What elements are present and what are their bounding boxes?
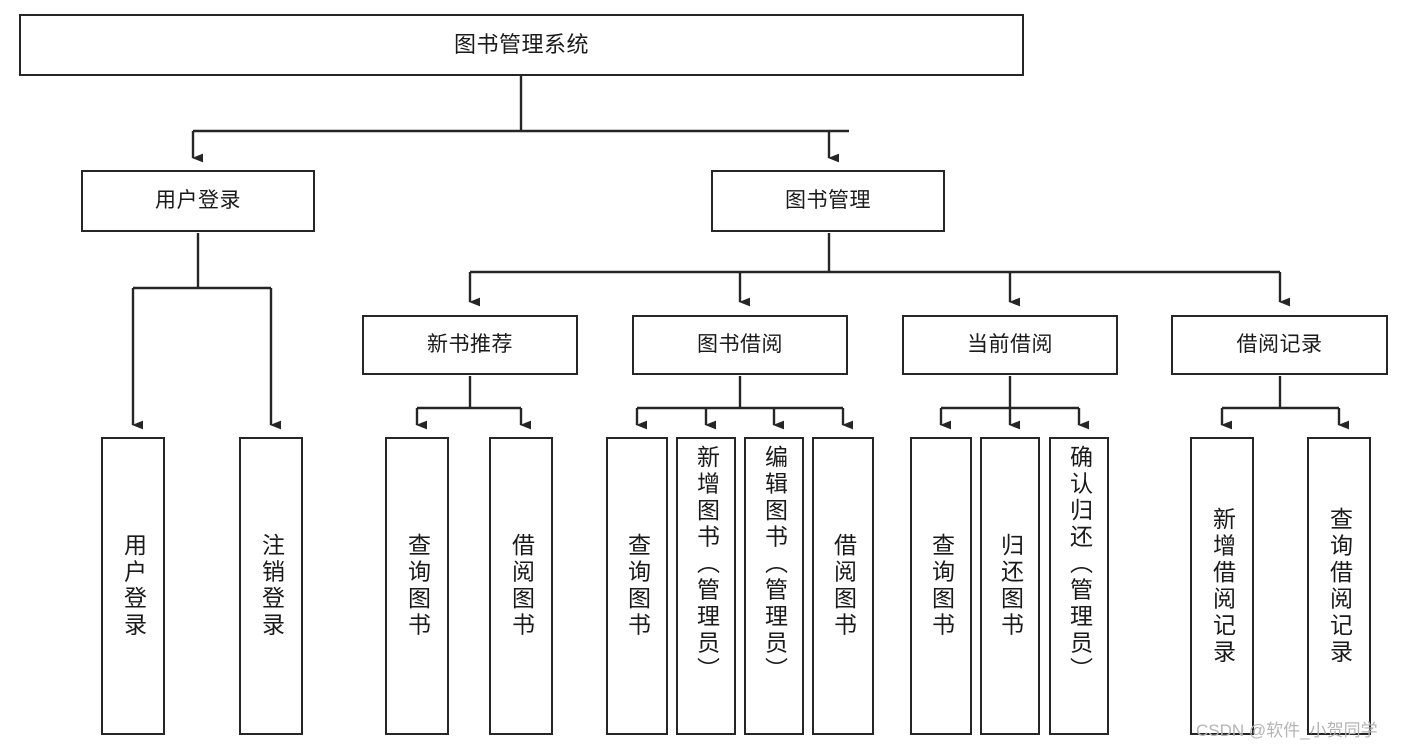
- node-label: 借阅记录: [1236, 332, 1323, 356]
- node-user-login[interactable]: 用户登录: [81, 170, 315, 232]
- node-leaf-borrow-book-newbook[interactable]: 借阅图书: [489, 437, 553, 735]
- node-label: 注销登录: [258, 533, 285, 639]
- node-label: 查询图书: [624, 533, 651, 639]
- node-current-borrowing[interactable]: 当前借阅: [902, 315, 1118, 375]
- node-label: 用户登录: [155, 188, 241, 212]
- node-label: 查询借阅记录: [1326, 506, 1353, 666]
- node-book-management[interactable]: 图书管理: [711, 170, 945, 232]
- node-label: 新书推荐: [427, 332, 513, 356]
- node-label: 图书管理系统: [453, 32, 589, 58]
- node-leaf-query-book-borrow[interactable]: 查询图书: [606, 437, 668, 735]
- node-leaf-user-login[interactable]: 用户登录: [101, 437, 165, 735]
- node-label: 新增图书（管理员）: [693, 445, 720, 684]
- node-leaf-logout[interactable]: 注销登录: [239, 437, 303, 735]
- node-root-book-management-system[interactable]: 图书管理系统: [19, 14, 1024, 76]
- node-label: 借阅图书: [508, 533, 535, 639]
- node-new-book-recommendation[interactable]: 新书推荐: [362, 315, 578, 375]
- node-leaf-query-book-newbook[interactable]: 查询图书: [385, 437, 449, 735]
- node-leaf-edit-book-admin[interactable]: 编辑图书（管理员）: [744, 437, 804, 735]
- node-leaf-add-book-admin[interactable]: 新增图书（管理员）: [676, 437, 736, 735]
- node-leaf-borrow-book-bookborrow[interactable]: 借阅图书: [812, 437, 874, 735]
- node-label: 查询图书: [404, 533, 431, 639]
- node-leaf-confirm-return-admin[interactable]: 确认归还（管理员）: [1049, 437, 1109, 735]
- node-label: 确认归还（管理员）: [1066, 445, 1093, 684]
- node-label: 归还图书: [997, 533, 1024, 639]
- node-leaf-query-borrow-record[interactable]: 查询借阅记录: [1307, 437, 1371, 735]
- node-label: 编辑图书（管理员）: [761, 445, 788, 684]
- node-label: 用户登录: [120, 533, 147, 639]
- node-leaf-query-book-current[interactable]: 查询图书: [910, 437, 972, 735]
- node-borrowing-record[interactable]: 借阅记录: [1171, 315, 1388, 375]
- node-label: 图书管理: [785, 188, 871, 212]
- node-leaf-add-borrow-record[interactable]: 新增借阅记录: [1190, 437, 1254, 735]
- node-leaf-return-book[interactable]: 归还图书: [980, 437, 1040, 735]
- node-label: 新增借阅记录: [1209, 506, 1236, 666]
- node-label: 查询图书: [928, 533, 955, 639]
- node-book-borrowing[interactable]: 图书借阅: [632, 315, 848, 375]
- node-label: 当前借阅: [967, 332, 1053, 356]
- node-label: 图书借阅: [697, 332, 783, 356]
- node-label: 借阅图书: [830, 533, 857, 639]
